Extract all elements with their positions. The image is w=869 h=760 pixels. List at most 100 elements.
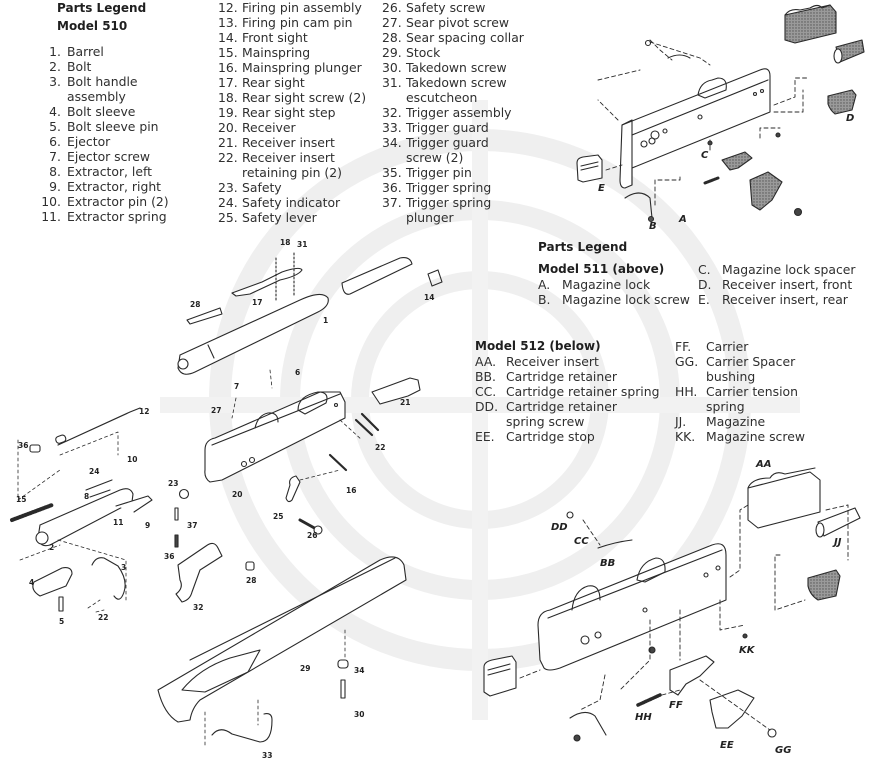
part-number: 18. <box>218 90 238 105</box>
diagram-label-22: 22 <box>375 443 386 452</box>
parts-list-item: 25.Safety lever <box>218 210 366 225</box>
model-512-receiver <box>538 544 726 670</box>
part-number: 14. <box>218 30 238 45</box>
part-name: Receiver insert, front <box>722 277 853 292</box>
diagram-label-gg: GG <box>775 745 792 756</box>
part-name: Sear pivot screw <box>406 15 509 30</box>
parts-list-item: 19. Rear sight step <box>218 105 366 120</box>
part-number: 34. <box>382 135 402 150</box>
model-title: Model 510 <box>57 19 128 33</box>
model-511-header: Model 511 (above) <box>538 262 664 277</box>
part-number: A. <box>538 277 551 292</box>
diagram-label-25: 25 <box>273 512 284 521</box>
parts-list-item: 13.Firing pin cam pin <box>218 15 366 30</box>
part-name: Receiver insert <box>242 150 335 165</box>
diagram-label-12: 12 <box>139 407 150 416</box>
barrel-part <box>178 294 328 374</box>
part-number: 16. <box>218 60 238 75</box>
part-number: 3. <box>49 74 61 89</box>
part-number: 23. <box>218 180 238 195</box>
parts-list-item: GG.Carrier Spacer <box>675 354 805 369</box>
part-name: Bolt sleeve <box>67 104 136 119</box>
parts-list-item: 35. Trigger pin <box>382 165 524 180</box>
diagram-label-15: 15 <box>16 495 27 504</box>
part-name-continuation: escutcheon <box>406 90 478 105</box>
part-name: Safety <box>242 180 282 195</box>
model-511-spring <box>668 55 690 58</box>
model-511-magazine-tube <box>834 40 864 63</box>
part-name: Trigger guard <box>406 120 489 135</box>
part-name-continuation: spring screw <box>506 414 585 429</box>
parts-list-item: BB.Cartridge retainer <box>475 369 659 384</box>
diagram-label-3: 3 <box>121 563 127 572</box>
part-name: Rear sight step <box>242 105 336 120</box>
part-number: 6. <box>49 134 61 149</box>
part-number: 37. <box>382 195 402 210</box>
parts-list-item: 6. Ejector <box>36 134 169 149</box>
diagram-label-33: 33 <box>262 751 273 760</box>
parts-list-item: 28.Sear spacing collar <box>382 30 524 45</box>
parts-list-item: 26.Safety screw <box>382 0 524 15</box>
part-number: 4. <box>49 104 61 119</box>
diagram-label-ee: EE <box>720 740 734 751</box>
part-name: Receiver insert, rear <box>722 292 848 307</box>
part-number: 35. <box>382 165 402 180</box>
parts-list-item: HH.Carrier tension <box>675 384 805 399</box>
parts-list-item: 2.Bolt <box>36 59 169 74</box>
diagram-label-1: 1 <box>323 316 329 325</box>
part-name-continuation: spring <box>706 399 745 414</box>
parts-list-item: 3.Bolt handle <box>36 74 169 89</box>
diagram-label-34: 34 <box>354 666 365 675</box>
parts-list-item: A.Magazine lock <box>538 277 690 292</box>
part-number: KK. <box>675 429 696 444</box>
diagram-label-23: 23 <box>168 479 179 488</box>
diagram-label-37: 37 <box>187 521 198 530</box>
diagram-label-28: 28 <box>190 300 201 309</box>
part-number: 19. <box>218 105 238 120</box>
part-name: Ejector <box>67 134 111 149</box>
diagram-label-aa: AA <box>756 459 772 470</box>
part-number: 7. <box>49 149 61 164</box>
parts-list-item: 23. Safety <box>218 180 366 195</box>
part-name: Trigger pin <box>406 165 472 180</box>
parts-list-item: 29. Stock <box>382 45 524 60</box>
part-number: B. <box>538 292 551 307</box>
part-name: Bolt <box>67 59 92 74</box>
part-name: Cartridge retainer <box>506 369 617 384</box>
part-name: Carrier tension <box>706 384 798 399</box>
part-name: Receiver insert <box>242 135 335 150</box>
part-name: Extractor spring <box>67 209 167 224</box>
part-number: 29. <box>382 45 402 60</box>
part-name: Receiver insert <box>506 354 599 369</box>
part-number: 8. <box>49 164 61 179</box>
model-512-header: Model 512 (below) <box>475 339 601 354</box>
parts-list-item: 14.Front sight <box>218 30 366 45</box>
parts-list-item: 1.Barrel <box>36 44 169 59</box>
part-name: Rear sight screw (2) <box>242 90 367 105</box>
diagram-label-10: 10 <box>127 455 138 464</box>
part-name: Magazine lock spacer <box>722 262 856 277</box>
diagram-label-b: B <box>649 221 657 232</box>
parts-list-item: 11.Extractor spring <box>36 209 169 224</box>
diagram-label-36: 36 <box>18 441 29 450</box>
diagram-label-jj: JJ <box>834 537 842 548</box>
part-number: 28. <box>382 30 402 45</box>
part-name: Extractor pin (2) <box>67 194 169 209</box>
diagram-label-17: 17 <box>252 298 263 307</box>
parts-list-item: 24.Safety indicator <box>218 195 366 210</box>
diagram-label-hh: HH <box>635 712 652 723</box>
diagram-label-32: 32 <box>193 603 204 612</box>
part-number: 5. <box>49 119 61 134</box>
part-name: Stock <box>406 45 441 60</box>
legend-title: Parts Legend <box>538 240 628 254</box>
part-name: Bolt sleeve pin <box>67 119 159 134</box>
parts-list-item: 27.Sear pivot screw <box>382 15 524 30</box>
parts-list-item: 30.Takedown screw <box>382 60 524 75</box>
parts-list-item: D.Receiver insert, front <box>698 277 856 292</box>
parts-list-item: 9.Extractor, right <box>36 179 169 194</box>
part-name: Cartridge retainer <box>506 399 617 414</box>
